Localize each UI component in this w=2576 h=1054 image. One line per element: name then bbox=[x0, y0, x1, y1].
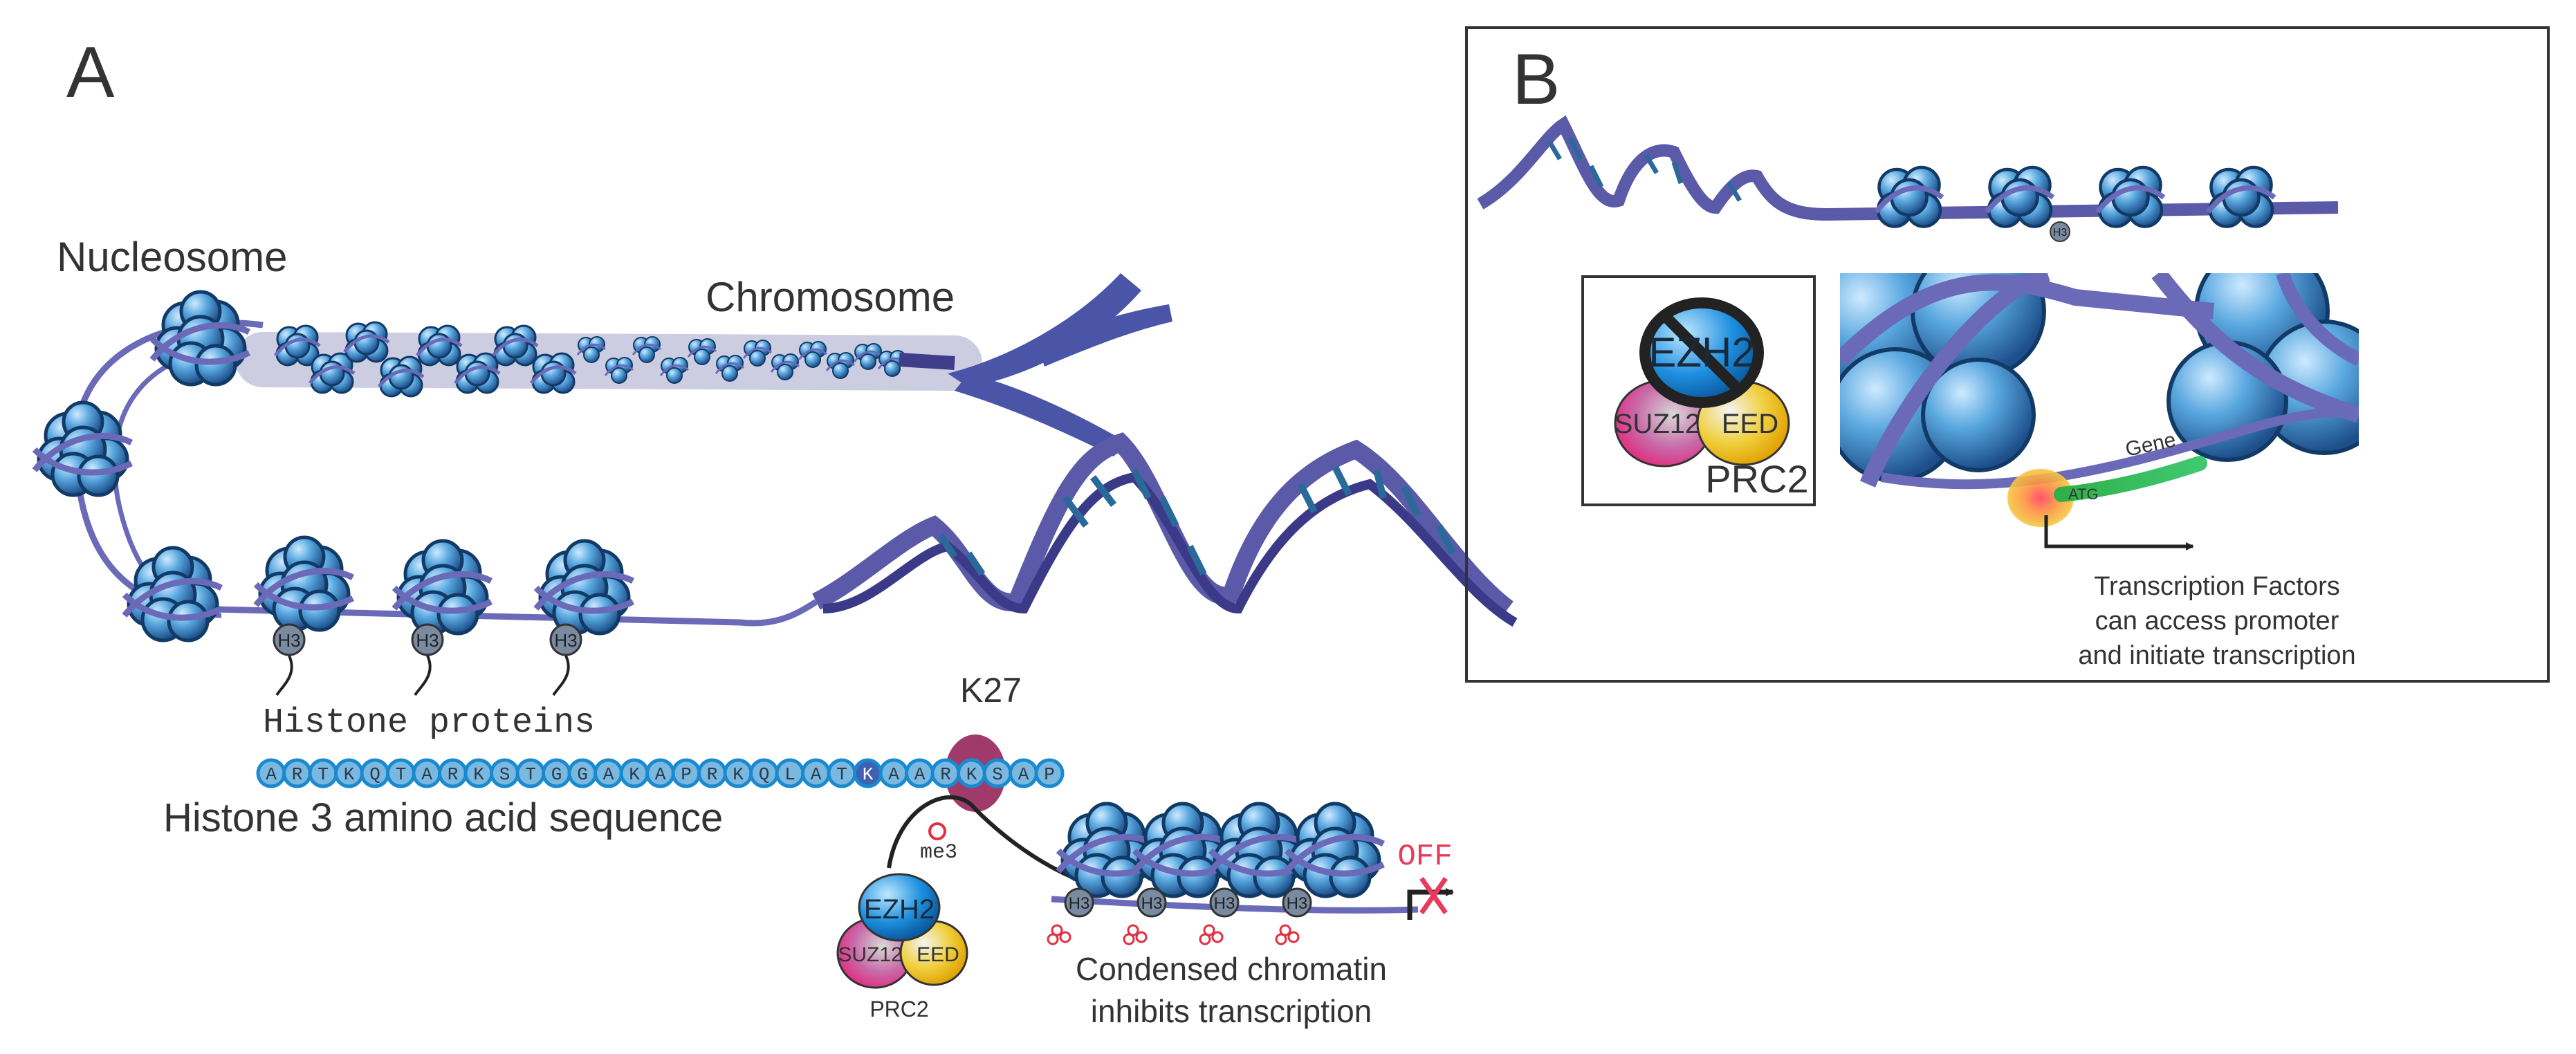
h3-tag: H3 bbox=[273, 623, 306, 696]
svg-text:H3: H3 bbox=[1214, 894, 1235, 913]
svg-text:H3: H3 bbox=[416, 630, 439, 651]
residue-letter: R bbox=[448, 764, 459, 785]
residue-letter: K bbox=[863, 764, 874, 785]
panel-b-dna: H3 bbox=[1477, 115, 2339, 242]
residue-letter: A bbox=[811, 764, 822, 785]
residue-letter: R bbox=[940, 764, 951, 785]
panel-b: B H3 EZH2 SUZ12 EED PRC2 bbox=[1465, 26, 2550, 683]
svg-text:H3: H3 bbox=[554, 630, 577, 651]
panel-b-letter: B bbox=[1512, 39, 1560, 120]
residue-letter: R bbox=[707, 764, 718, 785]
residue-bead bbox=[1034, 758, 1065, 788]
histone-sequence-label: Histone 3 amino acid sequence bbox=[163, 795, 723, 840]
me3-label: me3 bbox=[920, 841, 957, 865]
residue-letter: K bbox=[629, 764, 640, 785]
panel-b-suz12-label: SUZ12 bbox=[1614, 409, 1701, 439]
residue-letter: R bbox=[292, 764, 303, 785]
prc2-complex: EZH2 SUZ12 EED PRC2 bbox=[836, 873, 968, 1021]
nucleosome bbox=[35, 403, 131, 495]
tf-line-2: can access promoter bbox=[2095, 607, 2339, 636]
off-label: OFF bbox=[1397, 840, 1452, 874]
atg-label: ATG bbox=[2068, 486, 2099, 503]
residue-letter: K bbox=[966, 764, 977, 785]
ezh2-label: EZH2 bbox=[864, 894, 935, 925]
residue-letter: A bbox=[266, 764, 277, 785]
eed-label: EED bbox=[917, 943, 959, 966]
panel-a-letter: A bbox=[66, 33, 115, 113]
suz12-label: SUZ12 bbox=[838, 943, 902, 966]
residue-letter: T bbox=[525, 764, 536, 785]
residue-letter: Q bbox=[369, 764, 380, 785]
residue-letter: A bbox=[603, 764, 614, 785]
panel-b-h3-tag: H3 bbox=[2053, 227, 2068, 239]
condensed-fiber bbox=[235, 322, 982, 396]
svg-text:H3: H3 bbox=[1141, 894, 1163, 913]
k27-label: K27 bbox=[960, 671, 1022, 710]
svg-text:H3: H3 bbox=[1287, 894, 1308, 913]
nucleosome bbox=[394, 541, 491, 634]
methyl-mark bbox=[928, 822, 946, 840]
residue-letter: A bbox=[655, 764, 666, 785]
svg-text:H3: H3 bbox=[277, 630, 300, 651]
prc2-inhibited-box: EZH2 SUZ12 EED PRC2 bbox=[1581, 275, 1816, 506]
panel-b-ezh2-label: EZH2 bbox=[1648, 329, 1754, 376]
residue-letter: T bbox=[836, 764, 847, 785]
tf-line-1: Transcription Factors bbox=[2094, 572, 2339, 601]
dna-fiber-loop bbox=[73, 320, 818, 627]
residue-letter: G bbox=[577, 764, 588, 785]
histone-proteins-label: Histone proteins bbox=[263, 703, 595, 743]
residue-letter: S bbox=[499, 764, 510, 785]
transcription-arrow bbox=[2044, 515, 2194, 551]
chromosome-shape bbox=[948, 273, 1172, 456]
residue-letter: A bbox=[1018, 764, 1029, 785]
svg-text:H3: H3 bbox=[1069, 894, 1090, 913]
panel-a: A Chromosome Nucleosome bbox=[35, 33, 1518, 1029]
panel-b-eed-label: EED bbox=[1722, 409, 1778, 439]
residue-letter: K bbox=[733, 764, 744, 785]
condensed-line-2: inhibits transcription bbox=[1091, 993, 1372, 1029]
off-arrow: OFF bbox=[1397, 840, 1454, 920]
residue-letter: S bbox=[992, 764, 1003, 785]
h3-tag: H3 bbox=[411, 623, 444, 696]
residue-letter: A bbox=[914, 764, 926, 785]
chromosome-label: Chromosome bbox=[706, 274, 955, 320]
nucleosome bbox=[256, 537, 353, 630]
dna-double-helix bbox=[812, 432, 1518, 627]
residue-letter: G bbox=[551, 764, 562, 785]
panel-b-frame bbox=[1465, 26, 2550, 683]
residue-letter: A bbox=[421, 764, 432, 785]
residue-letter: P bbox=[681, 764, 692, 785]
residue-letter: T bbox=[396, 764, 407, 785]
tf-line-3: and initiate transcription bbox=[2078, 641, 2355, 670]
methylation-arrow bbox=[887, 795, 1094, 887]
open-chromatin-zoom: ATG Gene bbox=[1840, 273, 2359, 551]
condensed-line-1: Condensed chromatin bbox=[1076, 951, 1387, 987]
panel-b-prc2-label: PRC2 bbox=[1705, 457, 1808, 501]
residue-letter: Q bbox=[759, 764, 770, 785]
residue-letter: P bbox=[1044, 764, 1055, 785]
nucleosome bbox=[152, 292, 249, 385]
residue-letter: A bbox=[888, 764, 899, 785]
residue-letter: T bbox=[318, 764, 329, 785]
residue-letter: K bbox=[344, 764, 355, 785]
condensed-chromatin: H3 H3 H3 H3 bbox=[1047, 804, 1419, 945]
prc2-label: PRC2 bbox=[870, 997, 928, 1021]
h3-tag: H3 bbox=[549, 623, 582, 696]
residue-letter: K bbox=[473, 764, 484, 785]
nucleosome-label: Nucleosome bbox=[57, 234, 288, 280]
residue-letter: L bbox=[784, 764, 795, 785]
